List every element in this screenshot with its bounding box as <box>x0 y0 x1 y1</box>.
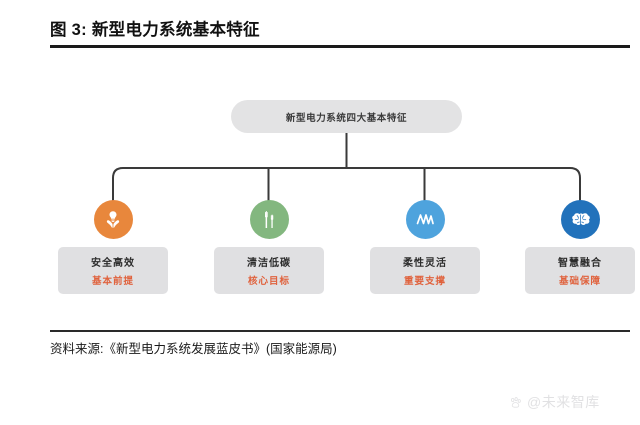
leaf-subtitle-4: 基础保障 <box>558 276 601 287</box>
leaf-node-1[interactable]: 安全高效 基本前提 <box>55 200 171 294</box>
leaf-title-4: 智慧融合 <box>558 258 602 269</box>
root-node[interactable]: 新型电力系统四大基本特征 <box>231 100 462 133</box>
leaf-box-1: 安全高效 基本前提 <box>58 247 168 294</box>
leaf-subtitle-2: 核心目标 <box>247 276 290 287</box>
paw-logo-icon <box>511 396 521 408</box>
source-note: 资料来源:《新型电力系统发展蓝皮书》(国家能源局) <box>50 342 337 356</box>
leaf-node-3[interactable]: 柔性灵活 重要支撑 <box>367 200 483 294</box>
page-title: 图 3: 新型电力系统基本特征 <box>50 21 260 39</box>
root-node-label: 新型电力系统四大基本特征 <box>285 112 408 124</box>
title-divider <box>50 45 630 48</box>
leaf-box-4: 智慧融合 基础保障 <box>525 247 635 294</box>
leaf-title-3: 柔性灵活 <box>403 258 447 269</box>
watermark-text: @未来智库 <box>527 394 600 410</box>
brain-icon <box>560 200 600 239</box>
leaf-title-2: 清洁低碳 <box>247 258 291 269</box>
hands-protecting-lightbulb-icon <box>93 200 133 239</box>
leaf-box-3: 柔性灵活 重要支撑 <box>370 247 480 294</box>
wind-turbine-icon <box>249 200 289 239</box>
source-divider <box>50 330 630 332</box>
leaf-box-2: 清洁低碳 核心目标 <box>214 247 324 294</box>
watermark: @未来智库 <box>508 392 600 412</box>
waveform-icon <box>405 200 445 239</box>
leaf-subtitle-1: 基本前提 <box>91 276 134 287</box>
leaf-subtitle-3: 重要支撑 <box>403 276 446 287</box>
leaf-node-4[interactable]: 智慧融合 基础保障 <box>522 200 638 294</box>
org-chart-diagram: 新型电力系统四大基本特征 安全高效 基本前提 <box>0 52 640 320</box>
leaf-node-2[interactable]: 清洁低碳 核心目标 <box>211 200 327 294</box>
leaf-title-1: 安全高效 <box>91 258 135 269</box>
